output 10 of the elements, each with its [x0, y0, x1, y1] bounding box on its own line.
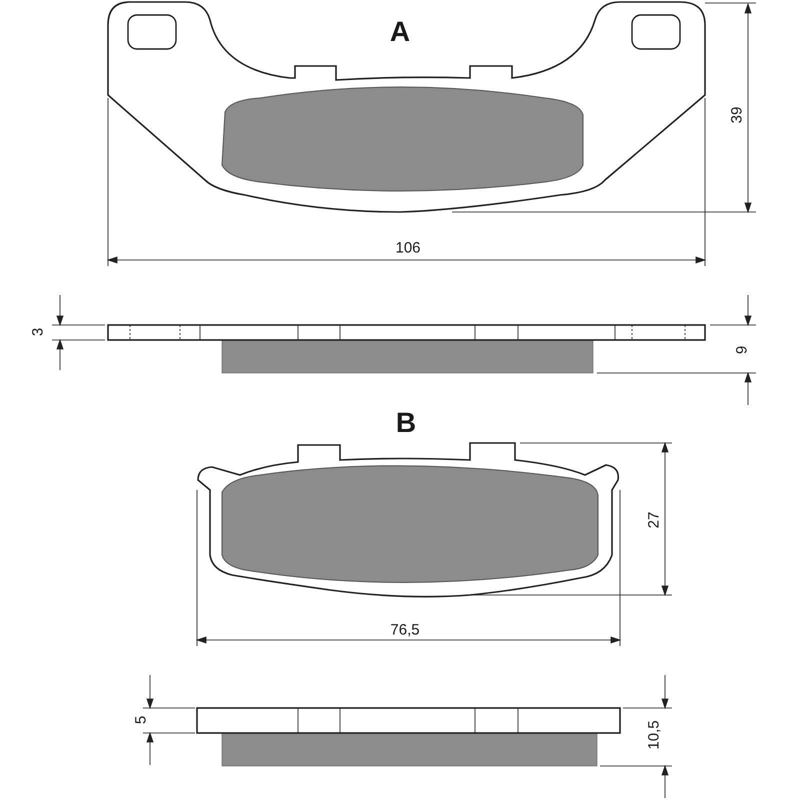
- dimension-value: 39: [730, 106, 744, 124]
- dimension-value: 27: [646, 512, 662, 528]
- dimension-value: 10,5: [646, 720, 662, 750]
- dimension-value: 5: [134, 716, 148, 724]
- dimension-value: 76,5: [390, 622, 420, 638]
- dimension-value: 9: [734, 346, 750, 354]
- dimension-value: 3: [30, 328, 46, 336]
- dimension-value: 106: [395, 240, 421, 256]
- view-letter: A: [390, 18, 410, 46]
- view-letter: B: [396, 409, 416, 437]
